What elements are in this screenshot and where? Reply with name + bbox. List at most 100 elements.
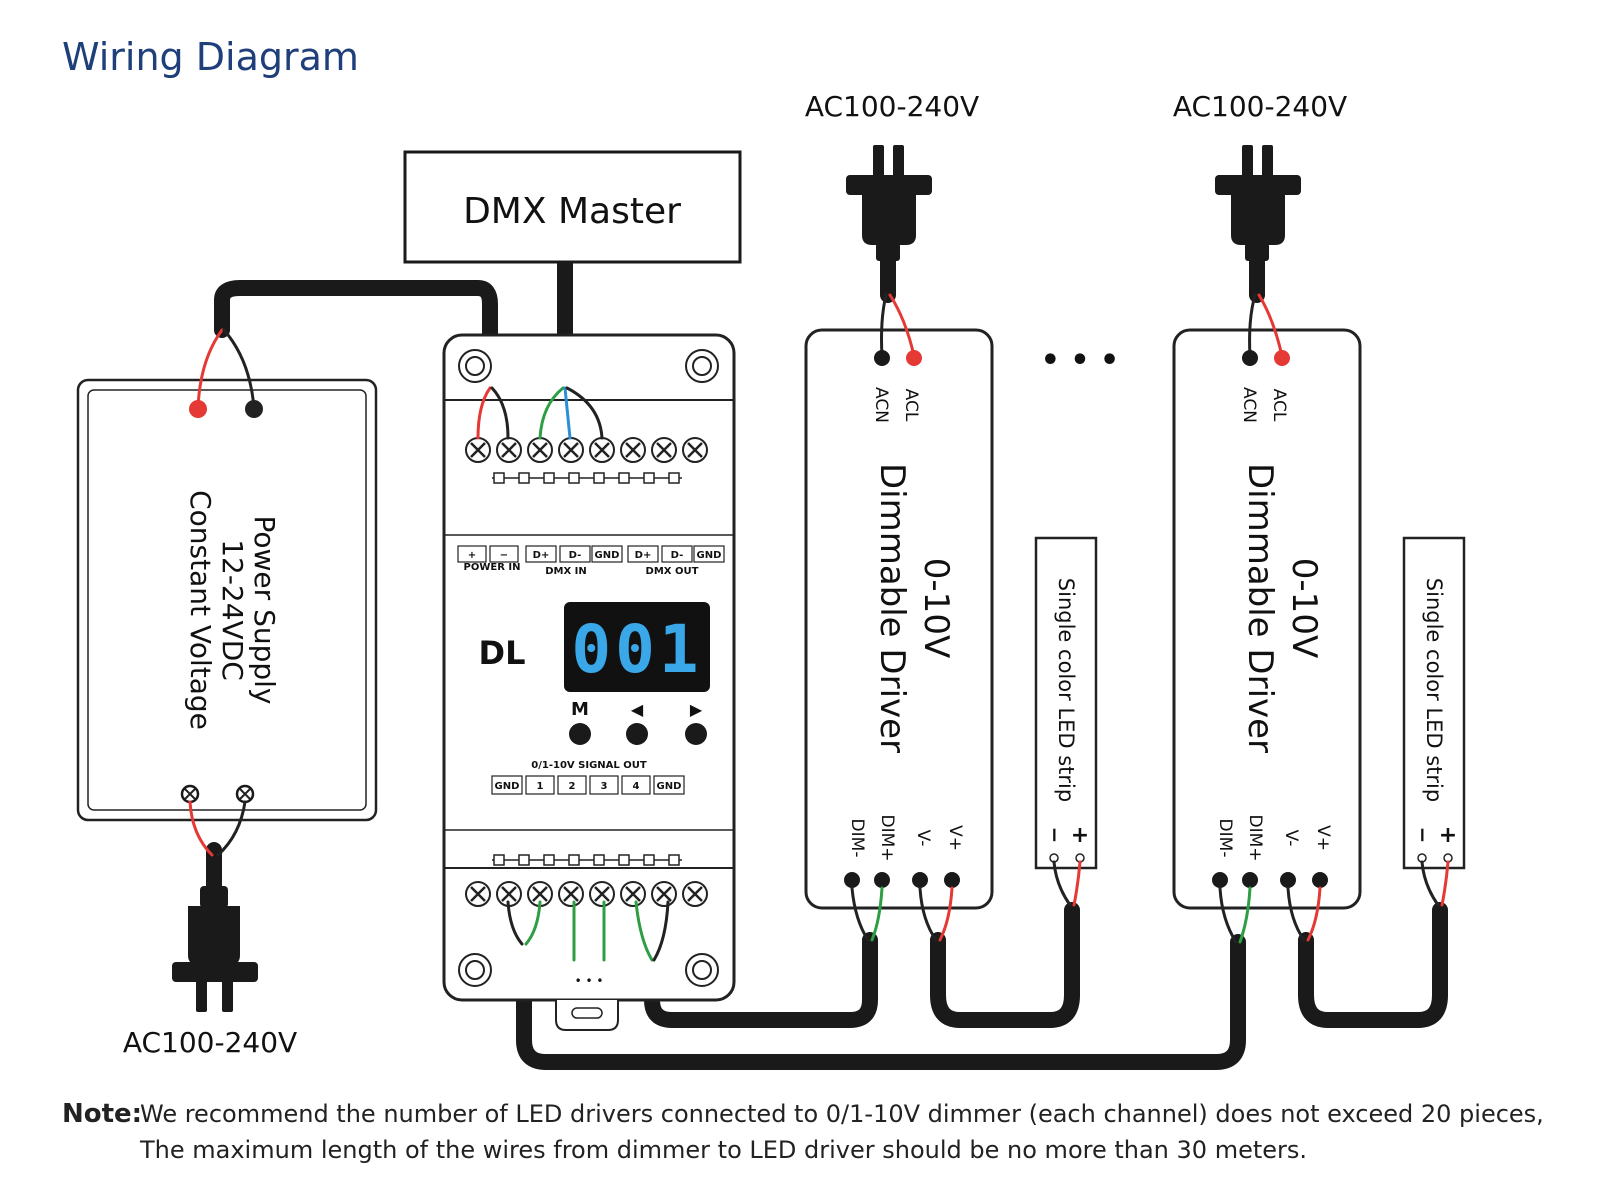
- button-right[interactable]: [685, 723, 707, 745]
- indicator-led: [643, 472, 655, 484]
- indicator-led: [618, 854, 630, 866]
- acn-terminal: [874, 350, 890, 366]
- terminal-label-box: [627, 545, 659, 563]
- indicator-led: [593, 472, 605, 484]
- indicator-led: [643, 854, 655, 866]
- dmx-master-box: DMX Master: [403, 150, 742, 264]
- terminal-label-box: [559, 545, 591, 563]
- strip-plus-label: +: [1439, 823, 1457, 848]
- driver-line2: Dimmable Driver: [1240, 463, 1280, 753]
- terminal-label-box: [457, 545, 487, 563]
- screw-slot: [656, 442, 672, 458]
- screw-slot: [625, 886, 641, 902]
- screw-slot: [594, 886, 610, 902]
- bottom-led-row: [492, 854, 682, 866]
- v-minus-label: V-: [913, 830, 933, 847]
- driver1-to-led-strip1-cable: [930, 902, 1080, 1028]
- terminal-label-box: [525, 545, 557, 563]
- signal-terminal-box: [621, 775, 651, 795]
- dim-plus-terminal: [1242, 872, 1258, 888]
- acl-label: ACL: [1269, 389, 1289, 422]
- mount-hole-icon: [458, 349, 492, 383]
- indicator-led: [568, 854, 580, 866]
- screw-slot: [501, 442, 517, 458]
- v-plus-label: V+: [1313, 825, 1333, 851]
- terminal-label-box: [661, 545, 693, 563]
- dim-minus-label: DIM-: [847, 819, 867, 858]
- group-dmx-out: DMX OUT: [646, 566, 699, 577]
- signal-terminal-label: 1: [537, 781, 544, 792]
- decoder-channel-dots: • • •: [575, 974, 604, 988]
- bottom-screw-terminals: [465, 881, 708, 907]
- top-led-row: [492, 472, 682, 484]
- ps-positive-terminal: [189, 400, 207, 418]
- driver-line1: 0-10V: [916, 558, 956, 658]
- decoder-model: DL: [479, 634, 526, 672]
- ac-label-driver1: AC100-240V: [805, 90, 979, 123]
- screw-slot: [563, 886, 579, 902]
- page-title: Wiring Diagram: [62, 35, 359, 79]
- indicator-led: [518, 854, 530, 866]
- terminal-label-box: [693, 545, 725, 563]
- ps-label-line1: Power Supply: [248, 516, 281, 705]
- indicator-led: [493, 854, 505, 866]
- mount-hole-icon: [458, 953, 492, 987]
- mount-hole-icon: [685, 349, 719, 383]
- v-minus-label: V-: [1281, 830, 1301, 847]
- terminal-label: GND: [595, 550, 620, 561]
- led-strip-label: Single color LED strip: [1422, 578, 1446, 802]
- button-left[interactable]: [626, 723, 648, 745]
- terminal-label-box: [489, 545, 519, 563]
- note-prefix: Note:: [62, 1099, 142, 1129]
- signal-terminal-label: 3: [601, 781, 608, 792]
- terminal-label: GND: [697, 550, 722, 561]
- terminal-label: D+: [533, 550, 550, 561]
- button-m-label: M: [571, 699, 589, 720]
- indicator-led: [593, 854, 605, 866]
- terminal-label: −: [500, 550, 508, 561]
- plug-icon-driver2: [1215, 145, 1301, 261]
- dim-minus-label: DIM-: [1215, 819, 1235, 858]
- indicator-led: [568, 472, 580, 484]
- acn-terminal: [1242, 350, 1258, 366]
- ps-label-line3: Constant Voltage: [184, 490, 217, 730]
- signal-terminal-box: [653, 775, 685, 795]
- signal-out-label: 0/1-10V SIGNAL OUT: [531, 760, 647, 771]
- screw-slot: [501, 886, 517, 902]
- led-driver-2: ACN ACL 0-10V Dimmable Driver DIM- DIM+ …: [1172, 293, 1362, 944]
- screw-slot: [625, 442, 641, 458]
- acl-label: ACL: [901, 389, 921, 422]
- group-dmx-in: DMX IN: [545, 566, 587, 577]
- power-cable-ps-to-decoder: [214, 280, 498, 396]
- button-m[interactable]: [569, 723, 591, 745]
- indicator-led: [668, 472, 680, 484]
- led-strip-2: Single color LED strip − +: [1402, 536, 1466, 907]
- ps-negative-terminal: [245, 400, 263, 418]
- strip-minus-label: −: [1411, 827, 1435, 844]
- group-power-in: POWER IN: [464, 562, 521, 573]
- led-driver-1: ACN ACL 0-10V Dimmable Driver DIM- DIM+ …: [804, 293, 994, 942]
- dim-plus-terminal: [874, 872, 890, 888]
- acn-label: ACN: [871, 387, 891, 423]
- indicator-led: [543, 854, 555, 866]
- screw-slot: [470, 442, 486, 458]
- screw-slot: [656, 886, 672, 902]
- indicator-led: [493, 472, 505, 484]
- terminal-label-box: [591, 545, 623, 563]
- indicator-led: [543, 472, 555, 484]
- signal-cable-ch4-to-driver1: [644, 932, 878, 1028]
- din-clip: [555, 1000, 619, 1031]
- v-plus-terminal: [1312, 872, 1328, 888]
- button-left-label: ◀: [631, 700, 644, 719]
- indicator-led: [518, 472, 530, 484]
- button-right-label: ▶: [690, 700, 703, 719]
- ac-label-driver2: AC100-240V: [1173, 90, 1347, 123]
- v-plus-terminal: [944, 872, 960, 888]
- ps-label-line2: 12-24VDC: [216, 539, 249, 681]
- plug-icon-driver1: [846, 145, 932, 261]
- screw-slot: [532, 442, 548, 458]
- screw-slot: [594, 442, 610, 458]
- strip-plus-label: +: [1071, 823, 1089, 848]
- signal-terminal-box: [491, 775, 523, 795]
